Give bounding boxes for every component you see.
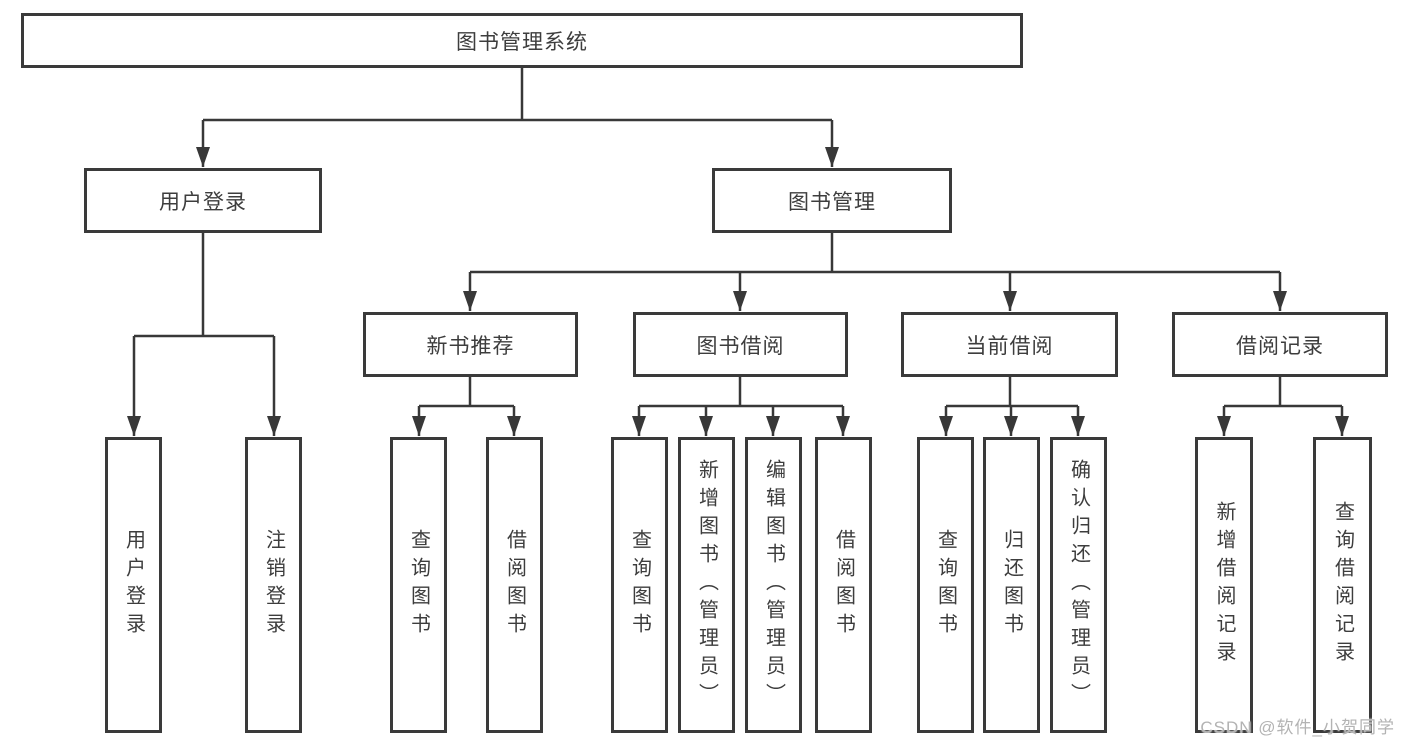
leaf-logout: 注销登录 [245,437,302,733]
leaf-query-borrow-record-label: 查询借阅记录 [1331,501,1354,669]
leaf-return-books-label: 归还图书 [1000,529,1023,641]
leaf-return-books: 归还图书 [983,437,1040,733]
leaf-borrow-books-label: 借阅图书 [832,529,855,641]
leaf-borrow-books: 借阅图书 [815,437,872,733]
leaf-add-borrow-record-label: 新增借阅记录 [1213,501,1235,669]
leaf-query-borrow-record: 查询借阅记录 [1313,437,1372,733]
leaf-user-login: 用户登录 [105,437,162,733]
leaf-edit-books-admin-label: 编辑图书（管理员） [762,459,785,711]
node-book-borrow: 图书借阅 [633,312,848,377]
leaf-add-books-admin-label: 新增图书（管理员） [695,459,718,711]
leaf-add-books-admin: 新增图书（管理员） [678,437,735,733]
leaf-query-books-borrow: 查询图书 [611,437,668,733]
node-borrow-records-label: 借阅记录 [1236,334,1324,358]
leaf-add-borrow-record: 新增借阅记录 [1195,437,1253,733]
leaf-confirm-return-admin: 确认归还（管理员） [1050,437,1107,733]
leaf-logout-label: 注销登录 [262,529,285,641]
leaf-query-books-recommend: 查询图书 [390,437,447,733]
node-library-management-system-label: 图书管理系统 [456,30,588,54]
leaf-borrow-books-recommend: 借阅图书 [486,437,543,733]
node-current-borrow: 当前借阅 [901,312,1118,377]
node-library-management-system: 图书管理系统 [21,13,1023,68]
leaf-edit-books-admin: 编辑图书（管理员） [745,437,802,733]
leaf-user-login-label: 用户登录 [122,529,145,641]
leaf-borrow-books-recommend-label: 借阅图书 [503,529,526,641]
leaf-query-books-current-label: 查询图书 [934,529,957,641]
node-user-login: 用户登录 [84,168,322,233]
node-user-login-label: 用户登录 [159,190,247,214]
node-new-book-recommend-label: 新书推荐 [426,334,515,358]
leaf-query-books-recommend-label: 查询图书 [407,529,430,641]
leaf-query-books-current: 查询图书 [917,437,974,733]
leaf-confirm-return-admin-label: 确认归还（管理员） [1067,459,1090,711]
node-new-book-recommend: 新书推荐 [363,312,578,377]
node-borrow-records: 借阅记录 [1172,312,1388,377]
csdn-watermark: CSDN @软件_小贺同学 [1200,718,1395,737]
node-book-borrow-label: 图书借阅 [696,334,785,358]
node-book-management: 图书管理 [712,168,952,233]
node-book-management-label: 图书管理 [788,190,876,214]
node-current-borrow-label: 当前借阅 [965,334,1054,358]
leaf-query-books-borrow-label: 查询图书 [628,529,651,641]
